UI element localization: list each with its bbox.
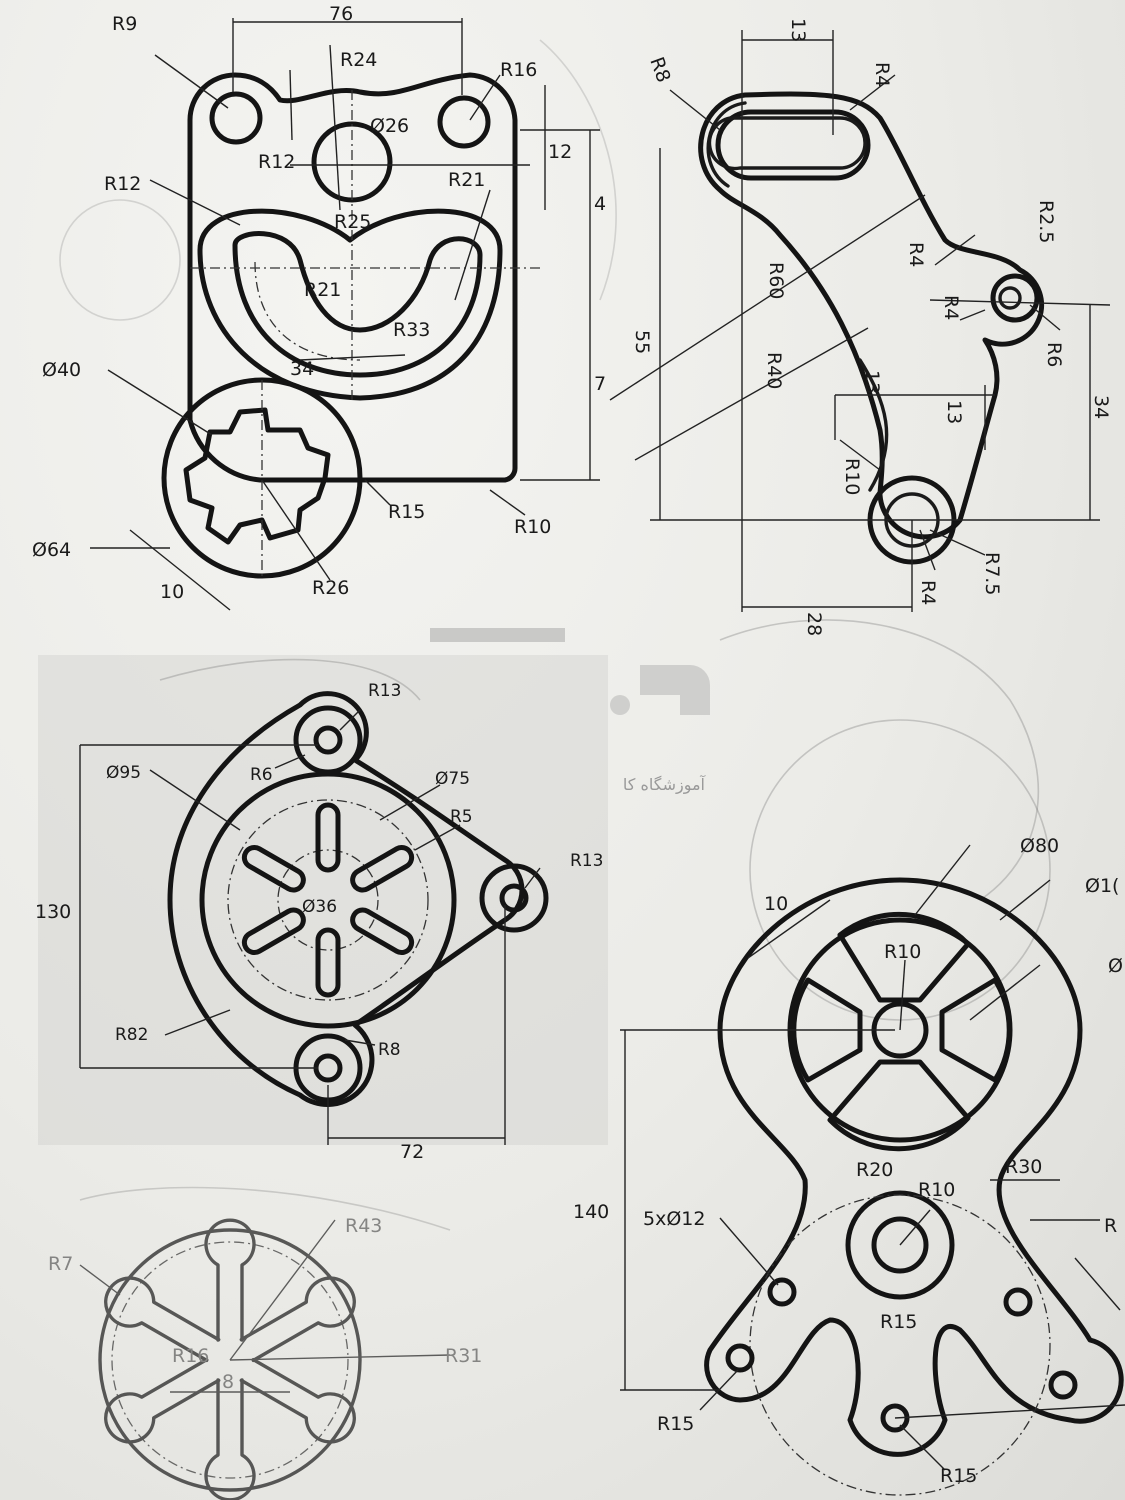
d2-label-55: 55 (631, 330, 653, 354)
d1-label-r24: R24 (340, 49, 377, 71)
d1-label-r25: R25 (334, 211, 371, 233)
d3-label-130: 130 (35, 901, 71, 923)
d2-label-34: 34 (1090, 395, 1112, 419)
d2-label-13-mid: 13 (861, 370, 883, 394)
d5-label-r15-mid: R15 (880, 1311, 917, 1333)
d5-label-dia-edge: Ø (1108, 955, 1123, 977)
d2-label-r10: R10 (841, 458, 863, 495)
d5-label-140: 140 (573, 1201, 609, 1223)
drawing-1-bracket: R9 76 R24 R16 Ø26 R12 12 R12 R21 4 R25 R… (32, 3, 606, 611)
d1-label-12: 12 (548, 141, 572, 163)
d5-label-r10-mid: R10 (918, 1179, 955, 1201)
d2-label-r60: R60 (765, 262, 787, 299)
d1-label-4: 4 (594, 193, 606, 215)
d1-label-dia40: Ø40 (42, 359, 81, 381)
d4-label-r43: R43 (345, 1215, 382, 1237)
d5-label-r20: R20 (856, 1159, 893, 1181)
watermark-text: آموزشگاه کا (623, 775, 707, 795)
d3-label-r13-right: R13 (570, 851, 603, 871)
d1-label-r16: R16 (500, 59, 537, 81)
d5-label-r-edge: R (1104, 1215, 1117, 1237)
d5-label-dia-cut: Ø1( (1085, 875, 1119, 897)
d2-label-r4-b: R4 (905, 242, 927, 267)
d3-label-dia95: Ø95 (106, 763, 141, 783)
drawing-3-flange: R13 Ø95 R6 Ø75 R5 R13 130 Ø36 R82 R8 72 (35, 681, 603, 1163)
d1-label-r10: R10 (514, 516, 551, 538)
d3-label-r82: R82 (115, 1025, 148, 1045)
d4-label-8: 8 (222, 1371, 234, 1393)
d5-label-r30: R30 (1005, 1156, 1042, 1178)
d2-label-r2-5: R2.5 (1035, 200, 1057, 243)
d1-label-r21-a: R21 (448, 169, 485, 191)
d1-label-76: 76 (329, 3, 353, 25)
d1-label-r9: R9 (112, 13, 137, 35)
d5-label-dia80: Ø80 (1020, 835, 1059, 857)
d1-label-r15: R15 (388, 501, 425, 523)
background-faint-drawings (59, 39, 1051, 1231)
d3-label-r6: R6 (250, 765, 273, 785)
d5-label-r15-left: R15 (657, 1413, 694, 1435)
d2-label-28: 28 (803, 612, 825, 636)
d3-label-r13-top: R13 (368, 681, 401, 701)
drawing-4-star-plate: R7 R43 R16 R31 8 (48, 1215, 482, 1500)
d3-label-r8: R8 (378, 1040, 401, 1060)
d2-label-r6: R6 (1043, 342, 1065, 367)
d1-label-r33: R33 (393, 319, 430, 341)
d2-label-r7-5: R7.5 (981, 552, 1003, 595)
d5-label-10: 10 (764, 893, 788, 915)
d2-label-13-right: 13 (943, 400, 965, 424)
d1-label-34: 34 (290, 358, 314, 380)
d5-label-r15-bottom: R15 (940, 1465, 977, 1487)
d4-label-r31: R31 (445, 1345, 482, 1367)
shaded-panel (38, 655, 608, 1145)
d3-label-dia75: Ø75 (435, 769, 470, 789)
d2-label-13-top: 13 (787, 18, 809, 42)
drawing-2-lever: 13 R8 R4 R2.5 R4 R4 R6 R60 55 R40 13 13 … (609, 18, 1112, 636)
d1-label-10: 10 (160, 581, 184, 603)
d1-label-r21-b: R21 (304, 279, 341, 301)
d2-label-r40: R40 (763, 352, 785, 389)
d4-label-r7: R7 (48, 1253, 73, 1275)
d3-label-r5: R5 (450, 807, 473, 827)
d3-label-dia36: Ø36 (302, 897, 337, 917)
d1-label-r12-a: R12 (258, 151, 295, 173)
watermark-logo: آموزشگاه کا (430, 628, 710, 795)
d2-label-r4-a: R4 (871, 62, 893, 87)
d1-label-r12-b: R12 (104, 173, 141, 195)
d2-label-r4-c: R4 (940, 295, 962, 320)
drawing-5-wheel-plate: Ø80 10 Ø1( R10 Ø 140 R20 R30 R10 5xØ12 R… (573, 835, 1125, 1496)
d3-label-72: 72 (400, 1141, 424, 1163)
d2-label-r4-d: R4 (917, 580, 939, 605)
d1-label-r26: R26 (312, 577, 349, 599)
d2-label-r8: R8 (645, 54, 674, 85)
d5-label-5xdia12: 5xØ12 (643, 1208, 705, 1230)
d5-label-r10-top: R10 (884, 941, 921, 963)
d1-label-7: 7 (594, 373, 606, 395)
d1-label-dia26: Ø26 (370, 115, 409, 137)
d4-label-r16: R16 (172, 1345, 209, 1367)
d1-label-dia64: Ø64 (32, 539, 71, 561)
